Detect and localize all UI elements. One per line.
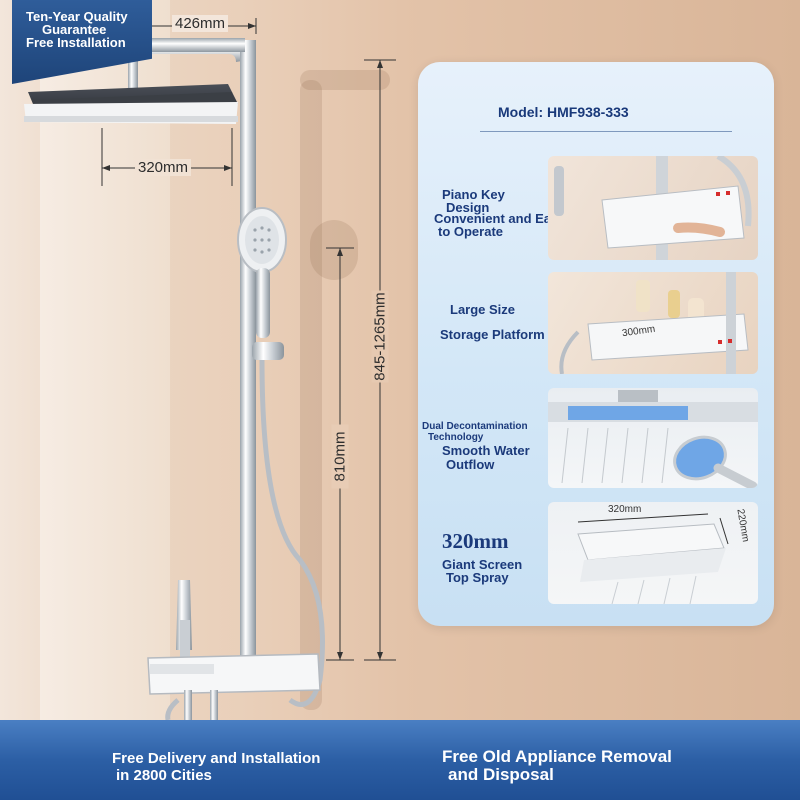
feature-3-line-4: Outflow (446, 457, 495, 472)
feature-4-line-2: Giant Screen (442, 557, 523, 572)
model-number: Model: HMF938-333 (498, 104, 629, 120)
warranty-badge: Ten-Year Quality Guarantee Free Installa… (12, 0, 152, 84)
footer-right-line-1: Free Old Appliance Removal (442, 747, 672, 766)
footer-left-line-2: in 2800 Cities (116, 767, 212, 784)
head-width-dimension: 320mm (135, 159, 192, 176)
feature-4-size: 320mm (442, 529, 509, 553)
slide-bracket (252, 342, 284, 360)
screen-width-label: 320mm (608, 504, 642, 515)
footer-left-line-1: Free Delivery and Installation (112, 750, 321, 767)
feature-1-line-3: Convenient and Easy (434, 211, 566, 226)
feature-3-image (548, 388, 758, 488)
badge-line-3: Free Installation (26, 35, 126, 50)
total-height-dimension: 845-1265mm (371, 290, 389, 383)
feature-1-line-2: Design (446, 200, 490, 215)
service-footer: Free Delivery and Installation in 2800 C… (0, 720, 800, 800)
feature-3-line-2: Technology (428, 432, 484, 443)
feature-2-line-1: Large Size (450, 302, 516, 317)
handheld-shadow (310, 220, 358, 280)
shower-hose (259, 359, 325, 707)
model-underline (480, 131, 732, 132)
bar-height-dimension: 810mm (331, 424, 349, 489)
feature-3-line-1: Dual Decontamination (422, 421, 528, 432)
feature-1-image (548, 156, 758, 260)
feature-1-line-1: Piano Key (442, 187, 505, 202)
riser-pipe (240, 40, 256, 680)
feature-1-line-4: to Operate (438, 224, 504, 239)
feature-card: Model: HMF938-333 Piano Key Design Conve… (418, 62, 774, 626)
feature-4-line-3: Top Spray (446, 570, 509, 585)
feature-4-image: 320mm 220mm (548, 502, 758, 604)
pipe-shadow (300, 80, 322, 710)
footer-right-line-2: and Disposal (448, 765, 554, 784)
top-arm-bar (135, 38, 245, 52)
badge-line-2: Guarantee (42, 22, 107, 37)
badge-line-1: Ten-Year Quality (26, 9, 128, 24)
feature-2-image: 300mm (548, 272, 758, 374)
feature-2-line-2: Storage Platform (440, 327, 545, 342)
top-arm-dimension: 426mm (172, 15, 229, 32)
handheld-handle (256, 268, 270, 338)
feature-3-line-3: Smooth Water (442, 443, 530, 458)
pipe-shadow (300, 70, 390, 90)
